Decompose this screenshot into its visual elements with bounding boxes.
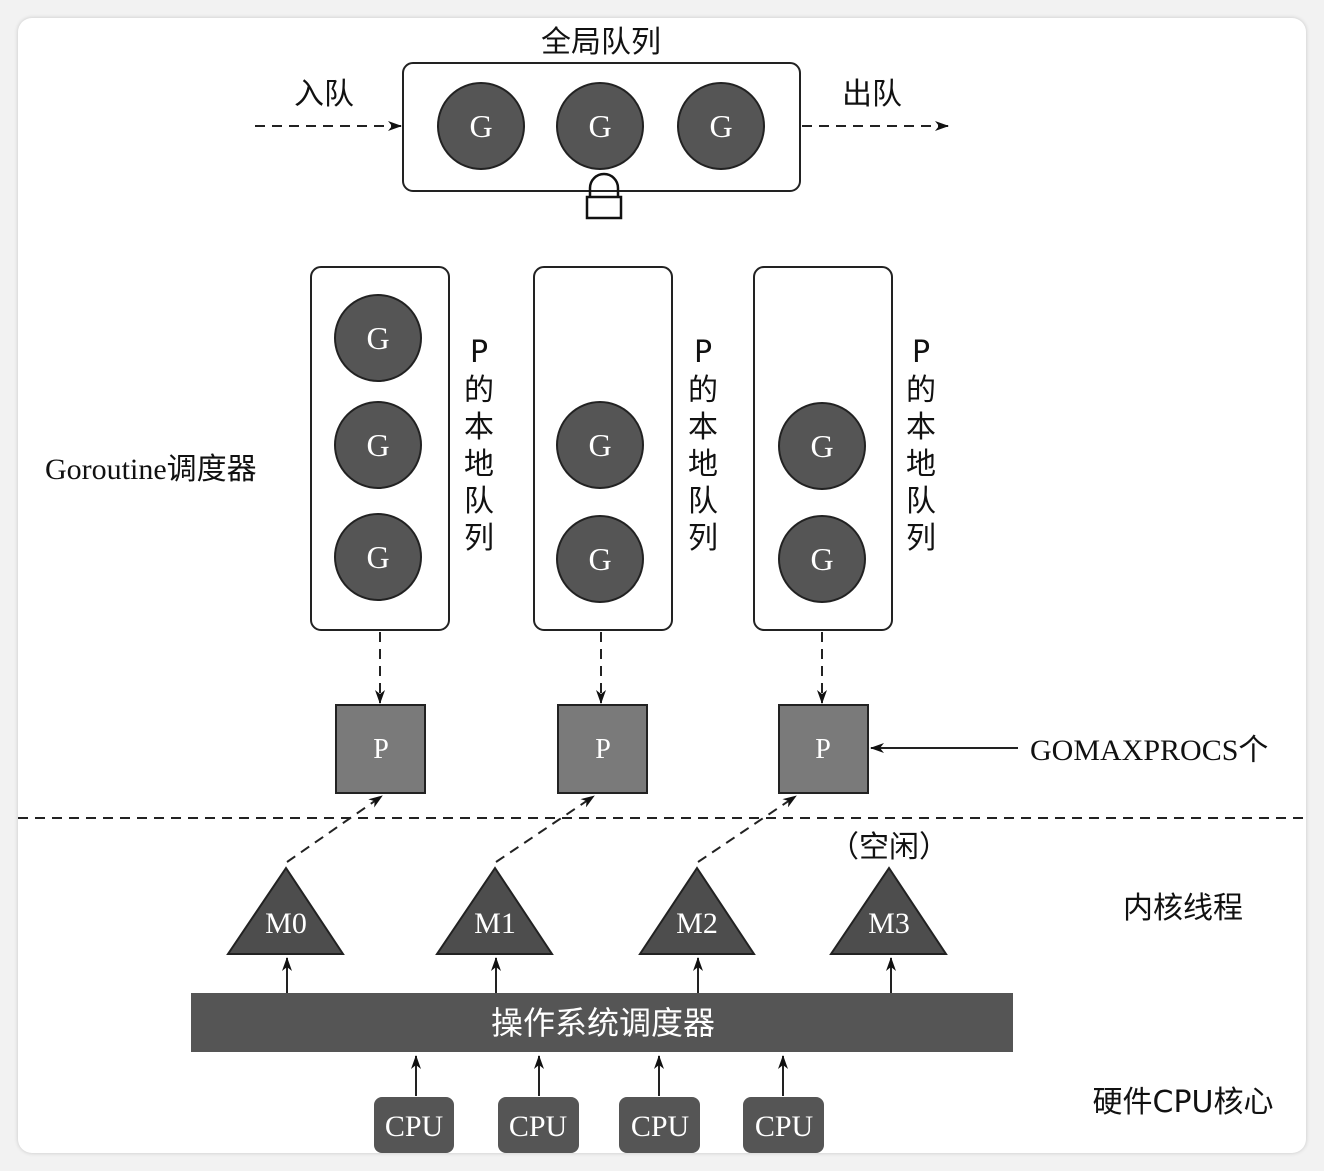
processor-p: P [557, 704, 648, 794]
local-goroutine: G [334, 513, 422, 601]
kernel-thread-m: M1 [435, 866, 554, 955]
svg-text:P: P [373, 734, 389, 765]
svg-text:地: 地 [906, 447, 936, 482]
local-goroutine: G [556, 401, 644, 489]
svg-text:地: 地 [688, 447, 718, 482]
svg-text:队: 队 [906, 484, 936, 519]
local-queue-label: P 的 本 地 队 列 [906, 335, 936, 556]
gomaxprocs-label: GOMAXPROCS个 [1030, 734, 1268, 767]
svg-text:CPU: CPU [755, 1110, 814, 1143]
svg-text:操作系统调度器: 操作系统调度器 [491, 1004, 715, 1042]
local-goroutine: G [334, 401, 422, 489]
svg-text:队: 队 [688, 484, 718, 519]
cpu-core: CPU [743, 1097, 824, 1153]
global-goroutine: G [677, 82, 765, 170]
svg-text:G: G [810, 428, 833, 464]
svg-text:P: P [694, 335, 712, 370]
m-to-p-arrow [697, 795, 797, 863]
cpu-core: CPU [619, 1097, 700, 1153]
svg-text:本: 本 [464, 410, 494, 445]
lock-icon [585, 172, 623, 220]
svg-text:M2: M2 [676, 907, 718, 940]
svg-text:列: 列 [688, 521, 718, 556]
svg-text:G: G [709, 108, 732, 144]
svg-text:CPU: CPU [385, 1110, 444, 1143]
enqueue-label: 入队 [294, 77, 354, 112]
svg-text:的: 的 [688, 373, 718, 408]
kernel-thread-label: 内核线程 [1123, 891, 1243, 926]
svg-text:G: G [810, 541, 833, 577]
svg-text:G: G [588, 108, 611, 144]
idle-label: （空闲） [829, 830, 949, 865]
cpu-core: CPU [374, 1097, 454, 1153]
global-goroutine: G [556, 82, 644, 170]
svg-text:队: 队 [464, 484, 494, 519]
local-goroutine: G [778, 515, 866, 603]
svg-text:G: G [588, 427, 611, 463]
processor-p: P [778, 704, 869, 794]
svg-text:地: 地 [464, 447, 494, 482]
local-goroutine: G [556, 515, 644, 603]
kernel-thread-m: M2 [638, 866, 756, 955]
svg-text:G: G [366, 320, 389, 356]
svg-text:本: 本 [906, 410, 936, 445]
svg-text:P: P [815, 734, 831, 765]
svg-text:的: 的 [464, 373, 494, 408]
local-goroutine: G [334, 294, 422, 382]
svg-text:G: G [469, 108, 492, 144]
svg-text:P: P [912, 335, 930, 370]
svg-text:列: 列 [464, 521, 494, 556]
m-to-p-arrow [495, 795, 595, 863]
global-queue-title: 全局队列 [541, 25, 661, 60]
local-queue-label: P 的 本 地 队 列 [464, 335, 494, 556]
goroutine-scheduler-label: Goroutine调度器 [45, 453, 257, 486]
dequeue-label: 出队 [842, 77, 902, 112]
svg-text:M3: M3 [868, 907, 910, 940]
os-scheduler-bar: 操作系统调度器 [191, 993, 1013, 1052]
hardware-cpu-label: 硬件CPU核心 [1093, 1085, 1274, 1120]
svg-text:G: G [366, 539, 389, 575]
svg-text:G: G [588, 541, 611, 577]
kernel-thread-m: M0 [226, 866, 345, 955]
kernel-thread-m: M3 [829, 866, 948, 955]
svg-text:CPU: CPU [631, 1110, 690, 1143]
svg-text:M1: M1 [474, 907, 516, 940]
svg-text:P: P [595, 734, 611, 765]
processor-p: P [335, 704, 426, 794]
svg-text:CPU: CPU [509, 1110, 568, 1143]
svg-text:P: P [470, 335, 488, 370]
svg-text:的: 的 [906, 373, 936, 408]
m-to-p-arrow [286, 795, 383, 863]
svg-text:本: 本 [688, 410, 718, 445]
local-goroutine: G [778, 402, 866, 490]
global-goroutine: G [437, 82, 525, 170]
svg-text:列: 列 [906, 521, 936, 556]
local-queue-label: P 的 本 地 队 列 [688, 335, 718, 556]
svg-text:G: G [366, 427, 389, 463]
svg-text:M0: M0 [265, 907, 307, 940]
cpu-core: CPU [498, 1097, 579, 1153]
